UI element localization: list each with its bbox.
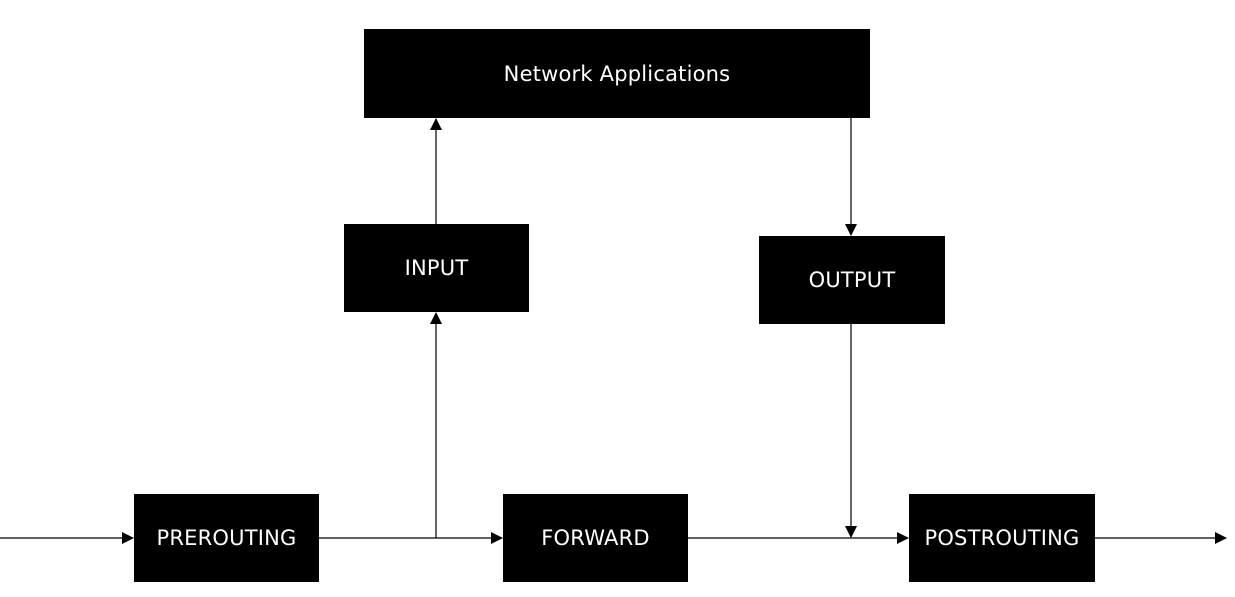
forward-chain-node: FORWARD (503, 494, 688, 582)
prerouting-chain-label: PREROUTING (156, 526, 297, 550)
network-applications-label: Network Applications (503, 61, 731, 86)
network-applications-node: Network Applications (364, 29, 870, 118)
prerouting-chain-node: PREROUTING (134, 494, 319, 582)
postrouting-chain-node: POSTROUTING (909, 494, 1095, 582)
input-chain-node: INPUT (344, 224, 529, 312)
output-chain-label: OUTPUT (808, 268, 896, 292)
postrouting-chain-label: POSTROUTING (924, 526, 1080, 550)
forward-chain-label: FORWARD (541, 526, 650, 550)
input-chain-label: INPUT (404, 256, 469, 280)
output-chain-node: OUTPUT (759, 236, 945, 324)
